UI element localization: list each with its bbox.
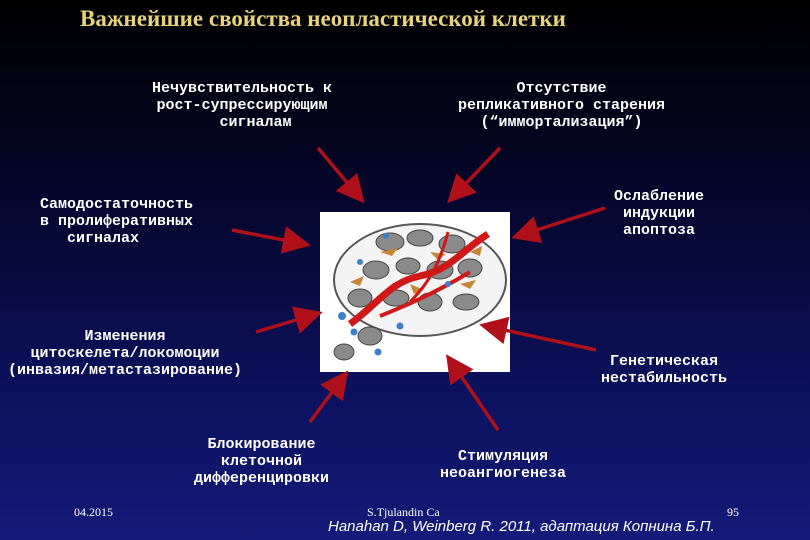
arrow-insensitivity [318,148,360,198]
arrow-self-sufficiency [232,230,304,244]
arrow-cytoskeleton [256,314,316,332]
arrow-no-aging [452,148,500,198]
arrow-genetic [486,326,596,350]
arrow-apoptosis [518,208,605,236]
footer-page-number: 95 [727,505,739,520]
arrow-angiogenesis [450,360,498,430]
arrow-differentiation [310,376,344,422]
footer-citation: Hanahan D, Weinberg R. 2011, адаптация К… [328,518,715,535]
footer-date: 04.2015 [74,505,113,520]
